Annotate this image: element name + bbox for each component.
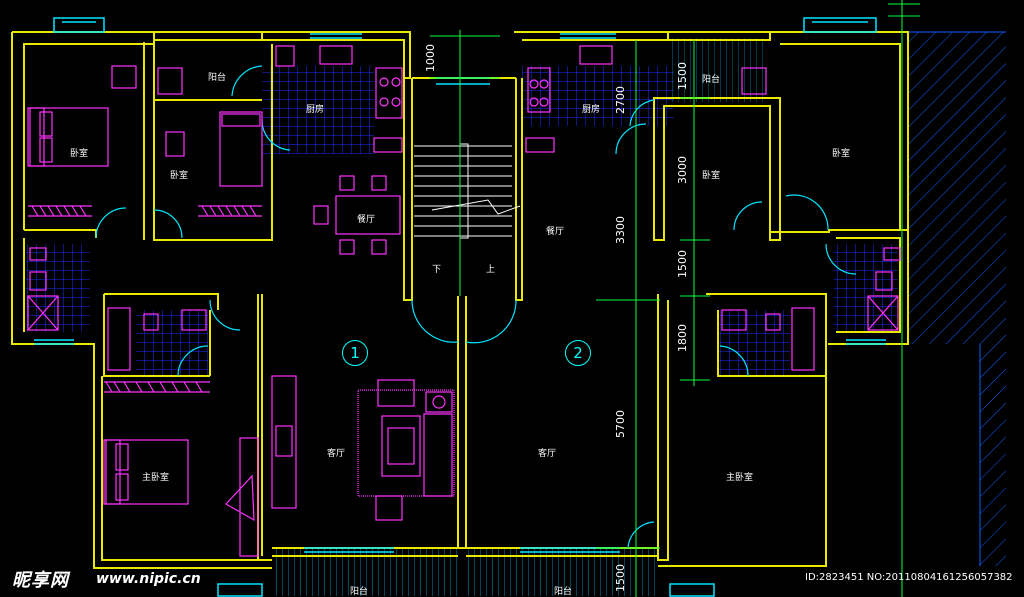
dimension-1800: 1800 [676,324,689,352]
dimension-1500-top: 1500 [676,62,689,90]
stair-flight [414,143,521,239]
unit-number-2: 2 [565,340,591,366]
furniture [27,45,901,557]
room-label-master-1: 主卧室 [142,473,170,483]
dimension-lines [430,0,920,597]
room-label-balcony-nw: 阳台 [208,73,227,83]
room-label-bedroom-ne: 卧室 [832,149,851,159]
dimension-3300: 3300 [614,216,627,244]
dimension-5700: 5700 [614,410,627,438]
dimension-3000: 3000 [676,156,689,184]
room-label-balcony-s1: 阳台 [350,587,369,597]
room-label-master-2: 主卧室 [726,473,754,483]
room-label-bedroom-nw: 卧室 [70,149,89,159]
dimension-2700: 2700 [614,86,627,114]
hatched-ground [908,31,1006,566]
room-label-balcony-ne: 阳台 [702,75,721,85]
room-label-bedroom-e1: 卧室 [702,171,721,181]
watermark-url: www.nipic.cn [96,571,201,587]
dimension-1000: 1000 [424,44,437,72]
doors [95,65,857,549]
watermark-logo: 昵享网 [12,570,69,591]
room-label-kitchen-1: 厨房 [306,105,325,115]
stair-down-label: 下 [432,265,442,275]
room-label-living-1: 客厅 [327,449,346,459]
stair-up-label: 上 [486,265,496,275]
unit-number-1: 1 [342,340,368,366]
room-label-dining-2: 餐厅 [546,227,565,237]
dimension-1500-bottom: 1500 [614,564,627,592]
room-label-living-2: 客厅 [538,449,557,459]
dimension-1500-mid: 1500 [676,250,689,278]
tile-floors [26,38,898,376]
room-label-bedroom-n2: 卧室 [170,171,189,181]
watermark-id: ID:2823451 NO:20110804161256057382 [805,572,1013,583]
room-label-kitchen-2: 厨房 [582,105,601,115]
room-label-dining-1: 餐厅 [357,215,376,225]
room-label-balcony-s2: 阳台 [554,587,573,597]
